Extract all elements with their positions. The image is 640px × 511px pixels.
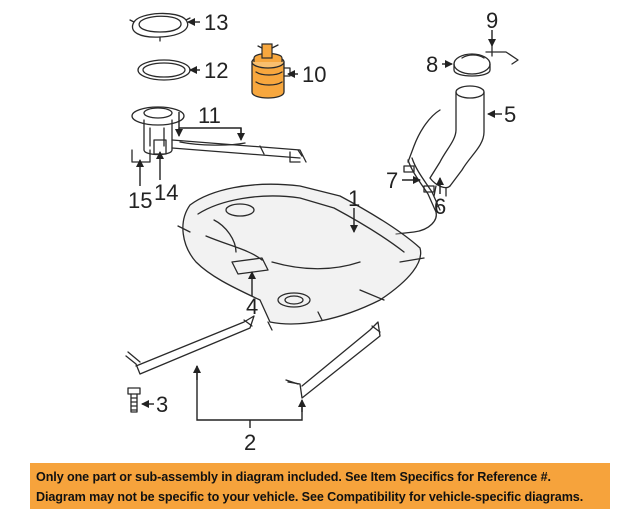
callout-6: 6 bbox=[434, 194, 446, 219]
seal-ring-part bbox=[137, 59, 191, 81]
filler-neck-part bbox=[407, 85, 485, 197]
lock-ring-part bbox=[129, 12, 191, 42]
callout-8: 8 bbox=[426, 52, 438, 77]
fuel-pump-module-highlighted bbox=[251, 43, 291, 99]
bolt-part bbox=[127, 387, 141, 413]
callout-9: 9 bbox=[486, 8, 498, 33]
filler-cap-part bbox=[453, 45, 519, 77]
callout-4: 4 bbox=[246, 294, 258, 319]
callout-15: 15 bbox=[128, 188, 152, 213]
disclaimer-line-1: Only one part or sub-assembly in diagram… bbox=[36, 470, 551, 484]
callout-14: 14 bbox=[154, 180, 178, 205]
callout-11: 11 bbox=[198, 103, 221, 128]
callout-2: 2 bbox=[244, 430, 256, 455]
disclaimer-banner: Only one part or sub-assembly in diagram… bbox=[30, 463, 610, 509]
callout-3: 3 bbox=[156, 392, 168, 417]
fuel-system-diagram: 13 12 10 11 14 15 9 8 5 7 6 1 4 3 2 bbox=[125, 8, 519, 455]
callout-12: 12 bbox=[204, 58, 228, 83]
callout-7: 7 bbox=[386, 168, 398, 193]
fuel-tank-part bbox=[177, 183, 425, 331]
tank-straps-part bbox=[125, 315, 381, 399]
vent-hose-part bbox=[395, 157, 441, 235]
callout-5: 5 bbox=[504, 102, 516, 127]
disclaimer-line-2: Diagram may not be specific to your vehi… bbox=[36, 490, 584, 504]
callout-10: 10 bbox=[302, 62, 326, 87]
callout-13: 13 bbox=[204, 10, 228, 35]
callout-1: 1 bbox=[348, 186, 360, 211]
leader-2-bracket bbox=[196, 366, 303, 421]
